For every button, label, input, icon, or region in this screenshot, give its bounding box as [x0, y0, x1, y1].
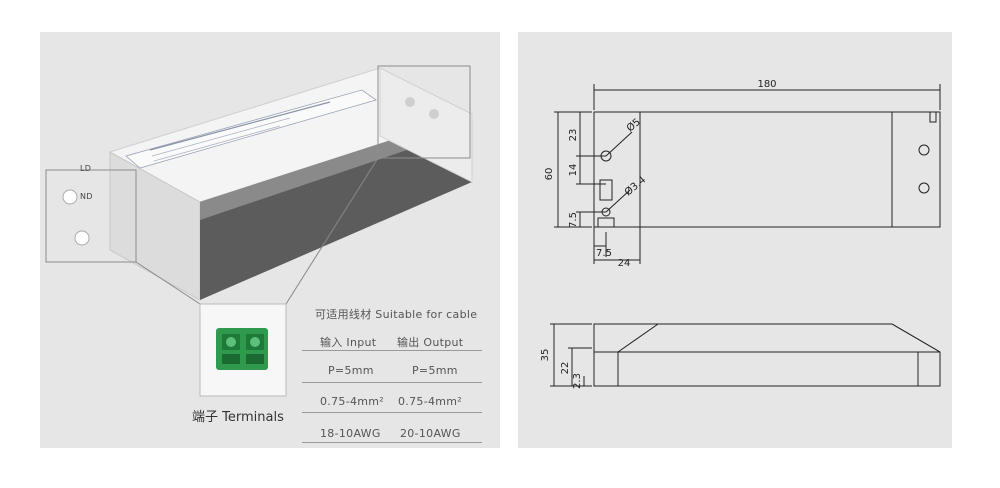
spec-row-1-output: P=5mm	[412, 364, 458, 377]
column-output-header: 输出 Output	[397, 336, 464, 349]
spec-row-2-input: 0.75-4mm²	[320, 395, 385, 408]
spec-table-header: 可适用线材 Suitable for cable	[315, 308, 478, 321]
spec-row-1-input: P=5mm	[328, 364, 374, 377]
table-divider	[302, 382, 482, 383]
dim-2-3: 2.3	[572, 373, 583, 389]
dim-22: 22	[560, 362, 571, 375]
terminals-label: 端子 Terminals	[192, 410, 284, 425]
table-divider	[302, 442, 482, 443]
hole-small-diameter: Ø3.4	[622, 174, 648, 198]
dim-7-5-vertical: 7.5	[568, 212, 579, 228]
spec-row-3-output: 20-10AWG	[400, 427, 461, 440]
column-input-header: 输入 Input	[320, 336, 377, 349]
dim-length: 180	[757, 79, 776, 90]
dim-height: 35	[540, 349, 551, 362]
spec-row-3-input: 18-10AWG	[320, 427, 381, 440]
dim-24: 24	[618, 258, 631, 269]
end-label-ld: LD	[80, 164, 92, 173]
dim-width: 60	[544, 168, 555, 181]
dim-23: 23	[568, 129, 579, 142]
spec-row-2-output: 0.75-4mm²	[398, 395, 463, 408]
dimension-drawing-panel: 180 60 23 14 7.5 7.5 24 Ø5 Ø3.4 35 22 2.…	[518, 32, 952, 448]
led-driver-illustration	[45, 65, 474, 397]
dim-7-5-horizontal: 7.5	[596, 248, 612, 259]
end-label-nd: ND	[80, 192, 93, 201]
dim-14: 14	[568, 164, 579, 177]
product-photo-panel: LD ND 端子 Terminals 可适用线材 Suitable for ca…	[40, 32, 500, 448]
dimension-drawing: 180 60 23 14 7.5 7.5 24 Ø5 Ø3.4 35 22 2.…	[540, 79, 941, 389]
table-divider	[302, 350, 482, 351]
table-divider	[302, 412, 482, 413]
